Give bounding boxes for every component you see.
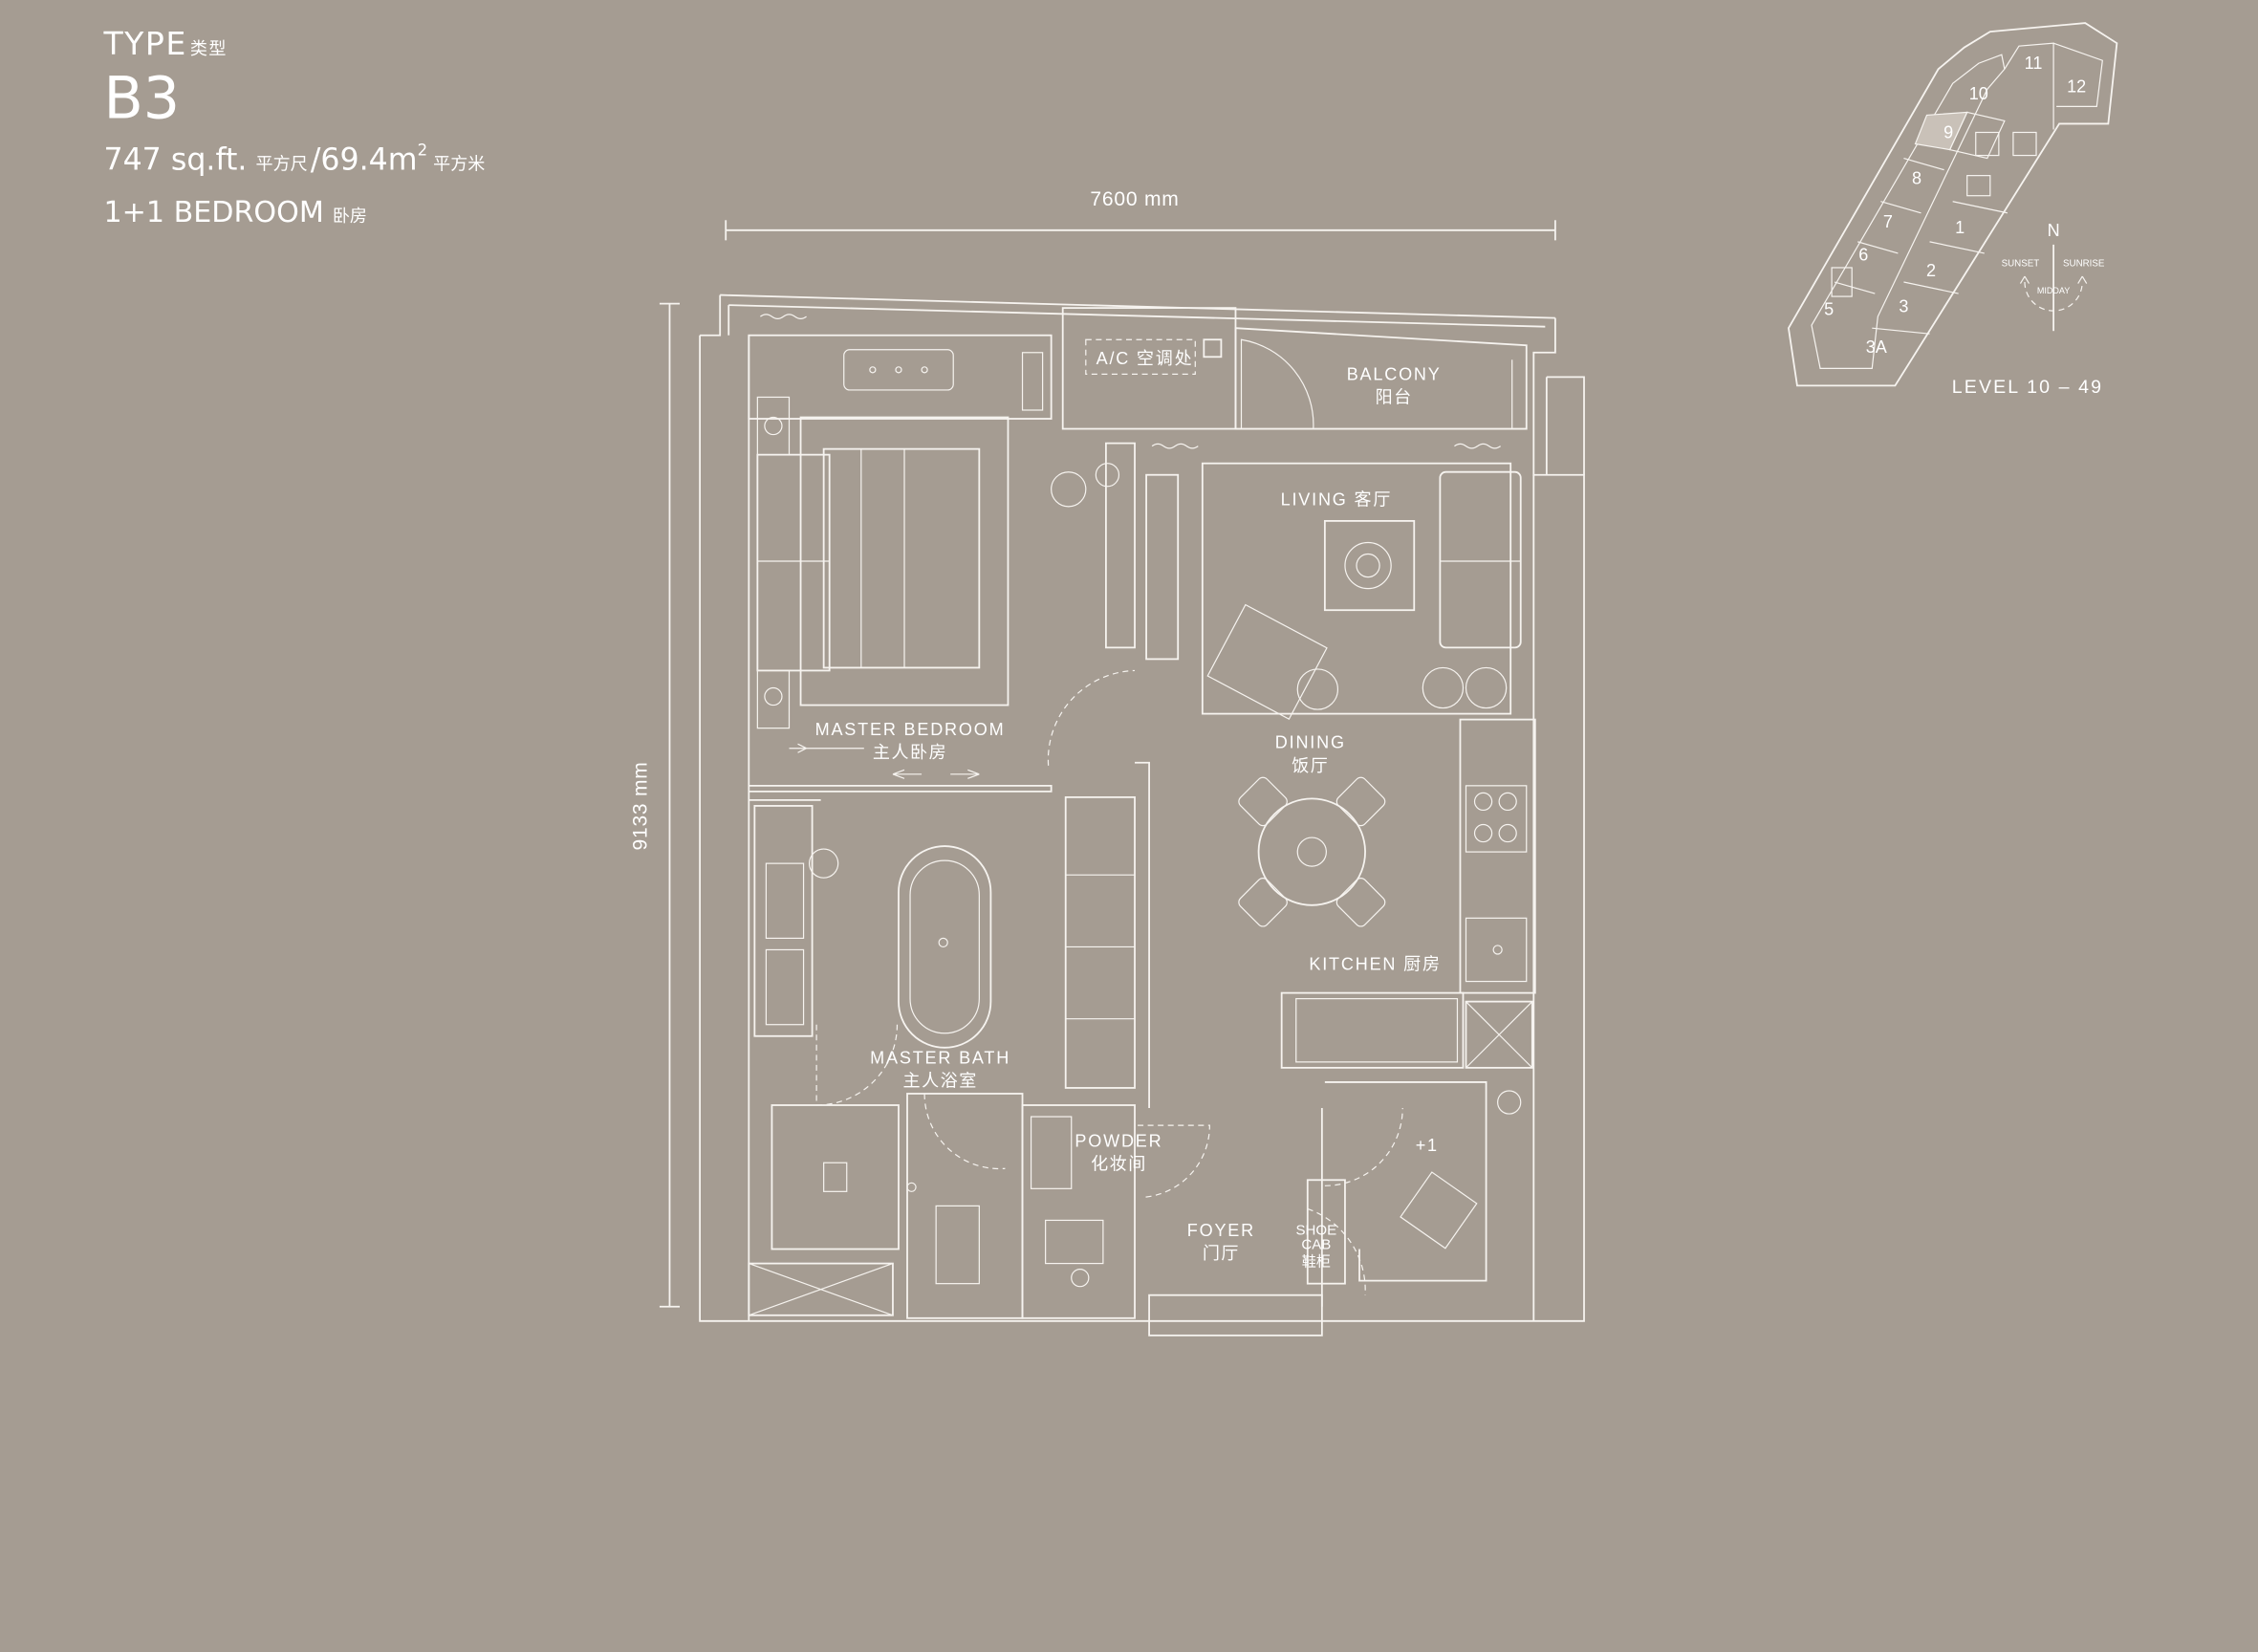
- compass-sunset-label: SUNSET: [2002, 258, 2040, 269]
- compass-sunrise-label: SUNRISE: [2063, 258, 2105, 269]
- width-dimension: 7600 mm: [725, 188, 1556, 241]
- type-code: B3: [103, 65, 180, 132]
- key-unit-12: 12: [2067, 76, 2086, 96]
- key-unit-3: 3: [1899, 297, 1908, 316]
- foyer-label-cn: 门厅: [1203, 1244, 1240, 1263]
- floor-plan: [699, 293, 1585, 1337]
- foyer-label: FOYER: [1187, 1221, 1255, 1240]
- master-bath-label-cn: 主人浴室: [903, 1071, 978, 1090]
- dining-label-cn: 饭厅: [1292, 756, 1329, 775]
- powder-label: POWDER: [1075, 1132, 1162, 1151]
- height-dimension-label: 9133 mm: [629, 761, 651, 850]
- bedroom-cn: 卧房: [333, 206, 367, 227]
- bedroom-count: 1+1 BEDROOM: [103, 196, 323, 229]
- type-label: TYPE: [102, 25, 186, 62]
- dining-label: DINING: [1275, 733, 1346, 752]
- key-unit-6: 6: [1858, 245, 1868, 264]
- key-unit-8: 8: [1912, 169, 1921, 188]
- key-unit-10: 10: [1969, 84, 1988, 103]
- master-bedroom-label: MASTER BEDROOM: [815, 720, 1006, 739]
- powder-label-cn: 化妆间: [1091, 1155, 1147, 1174]
- key-unit-11: 11: [2025, 54, 2043, 73]
- master-bath-label: MASTER BATH: [870, 1048, 1010, 1067]
- area-sqm-sup: 2: [418, 141, 428, 160]
- plus-one-room-label: +1: [1416, 1136, 1439, 1155]
- ac-ledge-label: A/C 空调处: [1096, 349, 1194, 368]
- compass: N SUNSET SUNRISE MIDDAY: [2002, 221, 2105, 332]
- level-range-label: LEVEL 10 – 49: [1952, 377, 2103, 398]
- svg-text:747 sq.ft.平方尺/69.4m2平方米: 747 sq.ft. 平方尺/69.4m2 平方米: [103, 141, 485, 178]
- shoe-cab-label-1: SHOE: [1295, 1222, 1336, 1238]
- room-labels: A/C 空调处 BALCONY 阳台 LIVING 客厅 MASTER BEDR…: [815, 349, 1442, 1271]
- area-separator: /: [311, 143, 321, 178]
- area-sqft: 747 sq.ft.: [103, 143, 247, 178]
- key-plan: 11 12 10 9 8 7 1 6 2 5 3 3A N SUNSET SUN…: [1787, 22, 2118, 398]
- compass-midday-label: MIDDAY: [2037, 286, 2070, 295]
- area-sqft-cn: 平方尺: [256, 155, 308, 175]
- key-unit-5: 5: [1824, 300, 1834, 319]
- shoe-cab-label-cn: 鞋柜: [1302, 1254, 1331, 1271]
- master-bedroom-label-cn: 主人卧房: [873, 743, 947, 762]
- balcony-label-cn: 阳台: [1376, 387, 1413, 406]
- living-label: LIVING 客厅: [1281, 489, 1393, 509]
- type-label-cn: 类型: [190, 39, 228, 59]
- compass-north-label: N: [2048, 221, 2060, 240]
- key-unit-9: 9: [1943, 123, 1953, 142]
- height-dimension: 9133 mm: [629, 302, 681, 1308]
- shoe-cab-label-2: CAB: [1301, 1237, 1331, 1253]
- key-unit-3a: 3A: [1866, 337, 1887, 357]
- key-unit-1: 1: [1955, 218, 1965, 237]
- key-unit-7: 7: [1883, 212, 1893, 231]
- highlighted-unit: [1915, 112, 1967, 150]
- key-unit-2: 2: [1926, 261, 1936, 280]
- outer-walls: [699, 293, 1585, 1322]
- width-dimension-label: 7600 mm: [1090, 188, 1179, 210]
- area-sqm-cn: 平方米: [433, 155, 485, 175]
- kitchen-label: KITCHEN 厨房: [1309, 955, 1441, 974]
- balcony-label: BALCONY: [1347, 364, 1442, 383]
- area-sqm: 69.4m: [320, 143, 417, 178]
